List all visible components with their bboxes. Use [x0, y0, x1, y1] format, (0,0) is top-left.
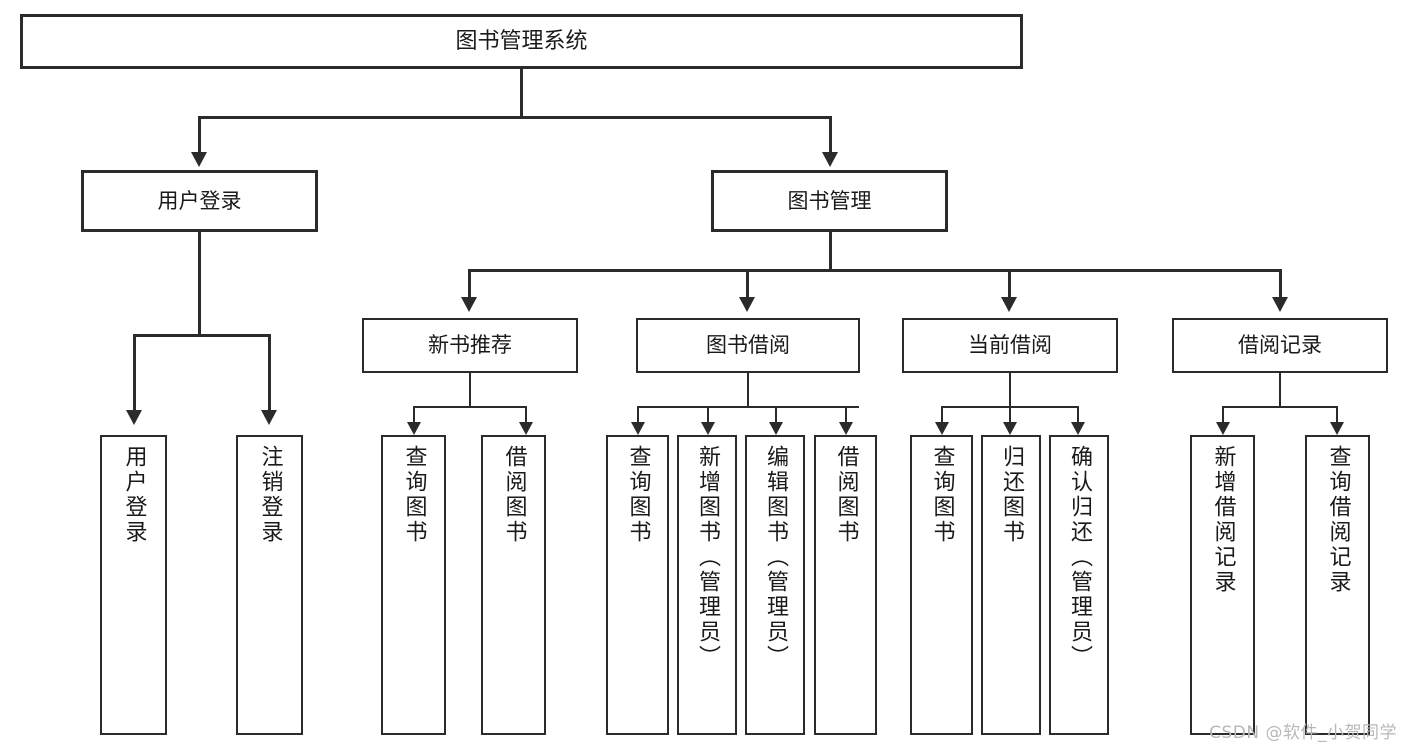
connector-current-borrow-child-3 [1077, 406, 1079, 426]
arrowhead-icon [1001, 297, 1017, 312]
connector-root-to-user-login [198, 116, 201, 154]
connector-borrow-record-child-2 [1336, 406, 1338, 426]
connector-to-borrow-record [1279, 269, 1282, 300]
leaf-confirm-return-admin[interactable]: 确认归还（管理员） [1049, 435, 1109, 735]
connector-book-borrow-child-4 [845, 406, 847, 426]
connector-book-manage-stem [829, 232, 832, 272]
node-current-borrow[interactable]: 当前借阅 [902, 318, 1118, 373]
node-borrow-record[interactable]: 借阅记录 [1172, 318, 1388, 373]
arrowhead-icon [1272, 297, 1288, 312]
arrowhead-icon [839, 422, 853, 435]
node-label: 借阅记录 [1238, 333, 1322, 358]
connector-new-book-child-1 [413, 406, 415, 426]
connector-current-borrow-child-1 [941, 406, 943, 426]
connector-user-login-child-2 [268, 334, 271, 412]
connector-book-borrow-child-3 [775, 406, 777, 426]
connector-book-manage-bar [468, 269, 1282, 272]
node-label: 确认归还（管理员） [1067, 445, 1092, 670]
node-book-borrow[interactable]: 图书借阅 [636, 318, 860, 373]
node-label: 用户登录 [157, 188, 242, 213]
node-label: 新增图书（管理员） [695, 445, 720, 670]
connector-new-book-bar [413, 406, 527, 408]
connector-current-borrow-child-2 [1009, 406, 1011, 426]
arrowhead-icon [739, 297, 755, 312]
node-label: 注销登录 [257, 445, 283, 545]
node-label: 新书推荐 [428, 333, 512, 358]
leaf-borrow-book[interactable]: 借阅图书 [814, 435, 877, 735]
leaf-query-book-borrow[interactable]: 查询图书 [606, 435, 669, 735]
node-book-management[interactable]: 图书管理 [711, 170, 948, 232]
leaf-add-borrow-record[interactable]: 新增借阅记录 [1190, 435, 1255, 735]
arrowhead-icon [261, 410, 277, 425]
node-new-book-recommend[interactable]: 新书推荐 [362, 318, 578, 373]
node-label: 查询图书 [929, 445, 955, 545]
node-user-login[interactable]: 用户登录 [81, 170, 318, 232]
leaf-query-book-current[interactable]: 查询图书 [910, 435, 973, 735]
connector-user-login-stem [198, 232, 201, 336]
node-label: 编辑图书（管理员） [763, 445, 788, 670]
arrowhead-icon [769, 422, 783, 435]
arrowhead-icon [701, 422, 715, 435]
connector-book-borrow-stem [747, 373, 749, 407]
connector-new-book-child-2 [525, 406, 527, 426]
leaf-return-book[interactable]: 归还图书 [981, 435, 1041, 735]
connector-user-login-child-1 [133, 334, 136, 412]
leaf-add-book-admin[interactable]: 新增图书（管理员） [677, 435, 737, 735]
node-label: 借阅图书 [501, 445, 527, 545]
connector-new-book-stem [469, 373, 471, 407]
connector-root-bar [198, 116, 832, 119]
connector-user-login-bar [133, 334, 270, 337]
node-label: 图书管理 [787, 188, 872, 213]
arrowhead-icon [407, 422, 421, 435]
connector-current-borrow-stem [1009, 373, 1011, 407]
leaf-user-login[interactable]: 用户登录 [100, 435, 167, 735]
arrowhead-icon [1003, 422, 1017, 435]
arrowhead-icon [519, 422, 533, 435]
node-label: 图书借阅 [706, 333, 790, 358]
node-label: 借阅图书 [833, 445, 859, 545]
arrowhead-icon [1071, 422, 1085, 435]
node-root-system[interactable]: 图书管理系统 [20, 14, 1023, 69]
connector-borrow-record-child-1 [1222, 406, 1224, 426]
leaf-edit-book-admin[interactable]: 编辑图书（管理员） [745, 435, 805, 735]
arrowhead-icon [461, 297, 477, 312]
node-label: 查询图书 [625, 445, 651, 545]
leaf-query-book-recommend[interactable]: 查询图书 [381, 435, 446, 735]
arrowhead-icon [1330, 422, 1344, 435]
connector-root-to-book-manage [829, 116, 832, 154]
node-label: 图书管理系统 [455, 28, 588, 54]
connector-to-new-book [468, 269, 471, 300]
arrowhead-icon [1216, 422, 1230, 435]
arrowhead-icon [935, 422, 949, 435]
connector-book-borrow-child-1 [637, 406, 639, 426]
connector-to-current-borrow [1008, 269, 1011, 300]
connector-to-book-borrow [746, 269, 749, 300]
arrowhead-icon [126, 410, 142, 425]
node-label: 归还图书 [999, 445, 1024, 545]
node-label: 新增借阅记录 [1210, 445, 1236, 595]
connector-book-borrow-bar [637, 406, 859, 408]
connector-borrow-record-bar [1222, 406, 1338, 408]
connector-book-borrow-child-2 [707, 406, 709, 426]
node-label: 用户登录 [121, 445, 147, 545]
node-label: 查询图书 [401, 445, 427, 545]
leaf-user-logout[interactable]: 注销登录 [236, 435, 303, 735]
node-label: 当前借阅 [968, 333, 1052, 358]
arrowhead-icon [631, 422, 645, 435]
leaf-borrow-book-recommend[interactable]: 借阅图书 [481, 435, 546, 735]
arrowhead-icon [822, 152, 838, 167]
connector-root-stem [520, 69, 523, 116]
connector-borrow-record-stem [1279, 373, 1281, 407]
node-label: 查询借阅记录 [1325, 445, 1351, 595]
leaf-query-borrow-record[interactable]: 查询借阅记录 [1305, 435, 1370, 735]
csdn-watermark: CSDN @软件_小贺同学 [1209, 723, 1397, 743]
arrowhead-icon [191, 152, 207, 167]
